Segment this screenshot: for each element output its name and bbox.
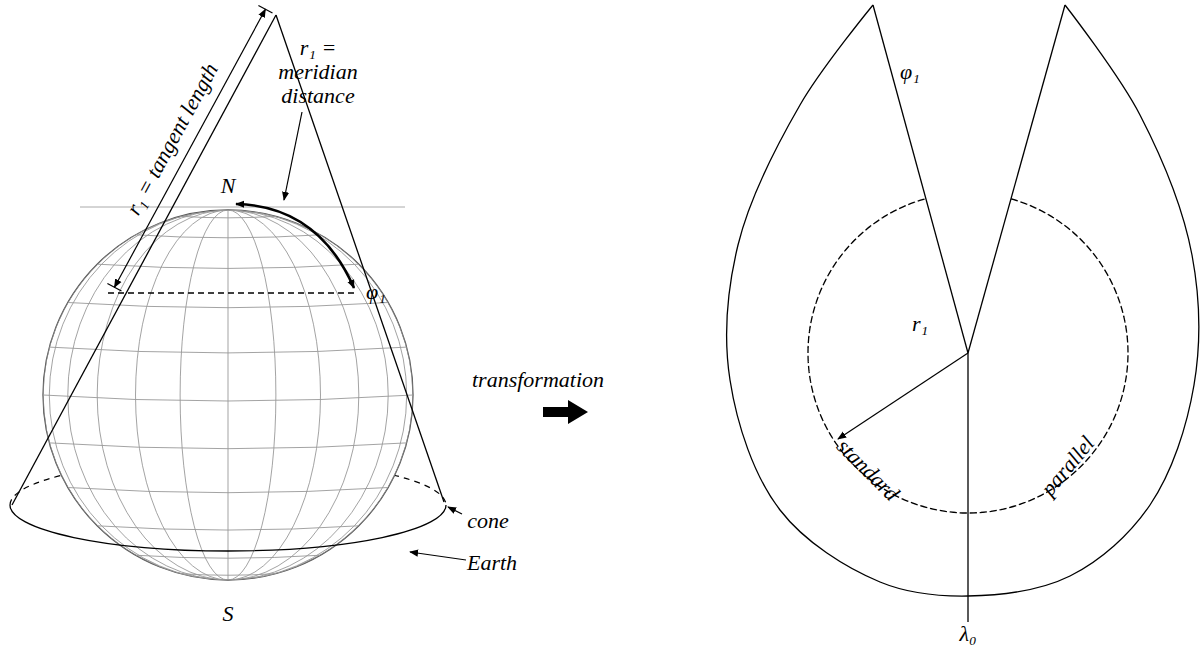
- standard-parallel-line: [108, 292, 355, 294]
- leader-line: [448, 507, 462, 514]
- dimension-tick: [107, 283, 121, 291]
- cone-cut-edge: [873, 5, 968, 353]
- latitude-label: φ₁: [366, 280, 386, 304]
- central-meridian: [967, 353, 968, 622]
- process-label: transformation: [472, 368, 604, 392]
- leader-line: [410, 552, 466, 560]
- dimension-label: r₁: [912, 312, 928, 336]
- graticule: [43, 210, 413, 580]
- pole-label: N: [221, 174, 236, 198]
- part-label: Earth: [467, 551, 517, 575]
- radius-arrow: [838, 353, 968, 439]
- tangent-length-dimension: [114, 9, 265, 287]
- developed-cone-outline: [727, 5, 1199, 596]
- parallel-label: parallel: [1036, 432, 1099, 501]
- parallel-label: standard: [832, 434, 904, 506]
- cone-cut-edge: [968, 5, 1065, 353]
- leader-line: [284, 112, 302, 200]
- dimension-label: r₁ = meridian distance: [268, 36, 368, 109]
- transformation-arrow: [543, 400, 588, 424]
- latitude-label: φ₁: [900, 60, 920, 84]
- cone-side: [12, 15, 276, 505]
- part-label: cone: [467, 509, 509, 533]
- earth-globe: [43, 210, 413, 580]
- dimension-tick: [258, 5, 272, 13]
- pole-label: S: [223, 602, 234, 626]
- dimension-label: r₁ = tangent length: [121, 59, 223, 219]
- longitude-label: λ₀: [959, 622, 976, 646]
- meridian-distance-arc: [236, 204, 354, 288]
- cone-rim: [10, 505, 446, 551]
